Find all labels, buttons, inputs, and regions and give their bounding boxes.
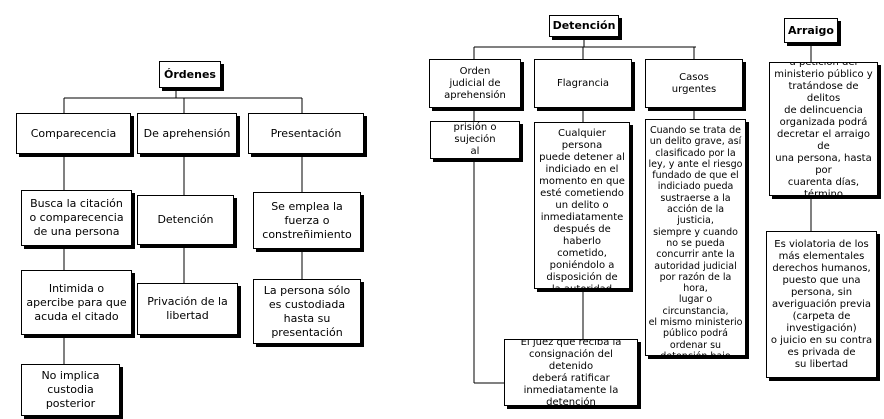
presentacion-item-2: La persona sólo es custodiada hasta su p…: [253, 279, 361, 344]
detencion-orden-detail: Auto de formal prisión o sujeción al pro…: [430, 121, 520, 159]
presentacion-item-1: Se emplea la fuerza o constreñimiento: [253, 192, 361, 249]
aprehension-item-1: Detención: [137, 195, 234, 245]
detencion-orden-header: Orden judicial de aprehensión: [429, 59, 521, 108]
aprehension-item-2: Privación de la libertad: [137, 283, 238, 335]
detencion-urgentes-detail: Cuando se trata de un delito grave, así …: [645, 119, 746, 356]
ordenes-comparecencia-header: Comparecencia: [16, 113, 131, 154]
arraigo-detail-1: La autoridad judicial, a petición del mi…: [769, 62, 878, 196]
arraigo-title: Arraigo: [784, 18, 838, 43]
detencion-title: Detención: [549, 15, 619, 37]
ordenes-presentacion-header: Presentación: [248, 113, 364, 154]
detencion-flagrancia-header: Flagrancia: [534, 59, 632, 108]
ordenes-aprehension-header: De aprehensión: [137, 113, 237, 154]
comparecencia-item-2: Intimida o apercibe para que acuda el ci…: [21, 270, 132, 335]
detencion-urgentes-header: Casos urgentes: [645, 59, 743, 108]
arraigo-detail-2: Es violatoria de los más elementales der…: [766, 231, 877, 378]
detencion-note: El juez que reciba la consignación del d…: [504, 339, 638, 406]
comparecencia-item-3: No implica custodia posterior: [21, 364, 120, 416]
ordenes-title: Órdenes: [159, 61, 221, 88]
detencion-flagrancia-detail: Cualquier persona puede detener al indic…: [534, 122, 630, 289]
comparecencia-item-1: Busca la citación o comparecencia de una…: [21, 190, 132, 246]
